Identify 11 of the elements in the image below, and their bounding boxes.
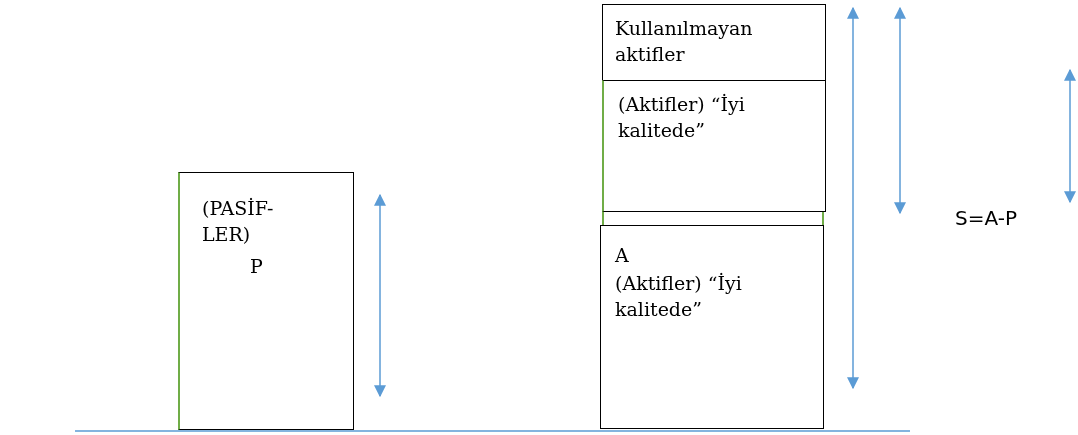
balance-box xyxy=(602,4,826,82)
box-text: Kullanılmayan aktifler xyxy=(615,16,754,67)
formula-label: S=A-P xyxy=(955,205,1017,231)
box-text: (PASİF- LER) xyxy=(202,196,275,247)
box-text: (Aktifler) “İyi kalitede” xyxy=(615,271,743,322)
balance-box xyxy=(602,80,826,212)
box-text: A xyxy=(615,243,629,268)
balance-box xyxy=(178,172,354,430)
box-text: P xyxy=(250,254,263,279)
box-text: (Aktifler) “İyi kalitede” xyxy=(618,92,746,143)
balance-box xyxy=(600,225,824,429)
